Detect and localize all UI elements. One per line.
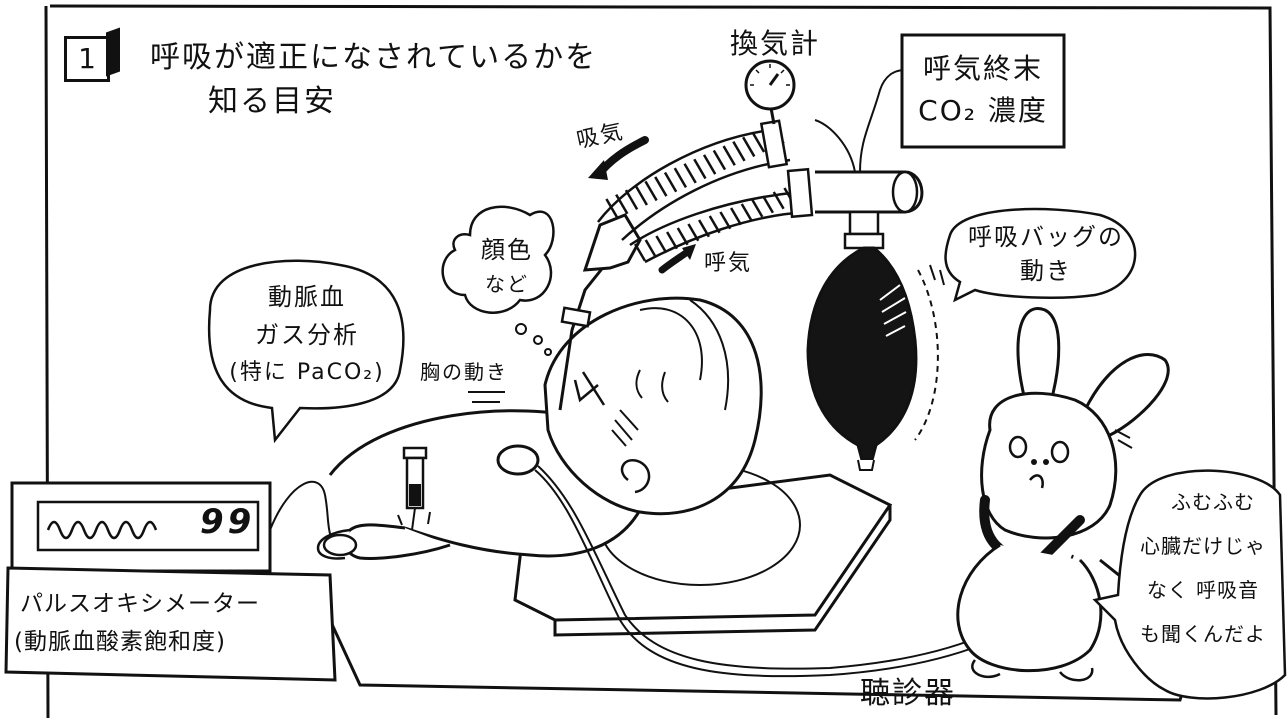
label-etco2: 呼気終末 CO₂ 濃度 bbox=[908, 48, 1058, 132]
label-exhale: 呼気 bbox=[704, 251, 753, 276]
oximeter-subtitle: (動脈血酸素飽和度) bbox=[14, 629, 226, 655]
rabbit-speech-line2: 心臓だけじゃ bbox=[1140, 534, 1266, 558]
tube-rib bbox=[693, 158, 707, 180]
head-pad bbox=[513, 473, 893, 622]
tube-rib bbox=[687, 223, 700, 242]
label-face-color-line1: 顔色 bbox=[481, 236, 533, 264]
rabbit-speech: ふむふむ 心臓だけじゃ なく 呼吸音 も聞くんだよ bbox=[1122, 480, 1284, 656]
rabbit-speech-line1: ふむふむ bbox=[1171, 490, 1255, 514]
tube-rib bbox=[712, 149, 727, 171]
label-etco2-line2: CO₂ 濃度 bbox=[918, 94, 1048, 127]
pulse-waveform bbox=[46, 520, 158, 540]
tube-rib bbox=[644, 239, 657, 258]
label-chest-motion: 胸の動き bbox=[420, 360, 508, 384]
patient-head bbox=[543, 296, 763, 516]
tube-rib bbox=[666, 231, 678, 250]
tube-rib bbox=[730, 207, 742, 226]
breathing-bag-icon bbox=[806, 246, 945, 471]
tube-rib bbox=[615, 193, 629, 215]
rabbit-character-icon bbox=[956, 307, 1170, 682]
tube-rib bbox=[698, 219, 710, 238]
etco2-box bbox=[900, 33, 1066, 149]
tube-rib bbox=[634, 243, 646, 262]
speech-bubble-abg bbox=[207, 259, 405, 444]
syringe-icon bbox=[397, 446, 431, 531]
thought-bubble bbox=[441, 205, 555, 314]
tube-rib bbox=[673, 167, 688, 188]
oximeter-name: パルスオキシメーター bbox=[20, 591, 260, 617]
oximeter-reading: 99 bbox=[200, 502, 256, 542]
pressure-gauge-icon bbox=[744, 59, 796, 125]
tube-rib bbox=[702, 154, 717, 175]
page-title-line2: 知る目安 bbox=[208, 84, 336, 119]
section-number-shadow bbox=[106, 27, 120, 77]
label-bag-motion-line1: 呼吸バッグの bbox=[968, 223, 1124, 251]
label-ventilation-meter: 換気計 bbox=[730, 27, 821, 60]
label-face-color-line2: など bbox=[485, 272, 529, 296]
label-bag-motion: 呼吸バッグの 動き bbox=[956, 220, 1136, 288]
label-bag-motion-line2: 動き bbox=[1020, 257, 1072, 285]
tube-rib bbox=[751, 199, 764, 218]
tube-rib bbox=[772, 191, 785, 210]
label-face-color: 顔色 など bbox=[462, 233, 552, 301]
tube-rib bbox=[663, 171, 678, 193]
tube-rib bbox=[719, 211, 732, 230]
tube-rib bbox=[742, 136, 756, 158]
rabbit-speech-line3: なく 呼吸音 bbox=[1146, 578, 1260, 602]
oximeter-label-box bbox=[4, 566, 337, 682]
tube-rib bbox=[605, 198, 619, 219]
label-stethoscope: 聴診器 bbox=[860, 676, 956, 711]
tube-rib bbox=[624, 189, 639, 211]
corrugated-tubes bbox=[597, 123, 809, 264]
section-number: 1 bbox=[64, 36, 110, 82]
label-abg-line2: ガス分析 bbox=[255, 321, 359, 349]
page-title: 呼吸が適正になされているかを 知る目安 bbox=[150, 36, 597, 124]
tube-rib bbox=[722, 145, 736, 166]
tube-rib bbox=[762, 195, 774, 214]
label-etco2-line1: 呼気終末 bbox=[922, 52, 1043, 85]
label-abg-line3: (特に PaCO₂) bbox=[229, 360, 385, 385]
tube-rib bbox=[634, 185, 648, 206]
speech-bubble-rabbit bbox=[1092, 469, 1287, 700]
tube-rib bbox=[655, 235, 668, 254]
label-abg-line1: 動脈血 bbox=[268, 283, 346, 311]
tube-rib bbox=[676, 227, 689, 246]
tube-rib bbox=[683, 163, 697, 184]
label-abg: 動脈血 ガス分析 (特に PaCO₂) bbox=[212, 278, 402, 392]
tube-rib bbox=[708, 215, 721, 234]
rabbit-speech-line4: も聞くんだよ bbox=[1140, 622, 1266, 646]
tube-rib bbox=[740, 203, 753, 222]
tube-rib bbox=[654, 176, 668, 197]
speech-bubble-bag bbox=[944, 207, 1137, 303]
tube-rib bbox=[751, 132, 766, 153]
tube-rib bbox=[644, 180, 658, 202]
tube-rib bbox=[732, 141, 746, 162]
page-title-line1: 呼吸が適正になされているかを bbox=[150, 40, 598, 75]
